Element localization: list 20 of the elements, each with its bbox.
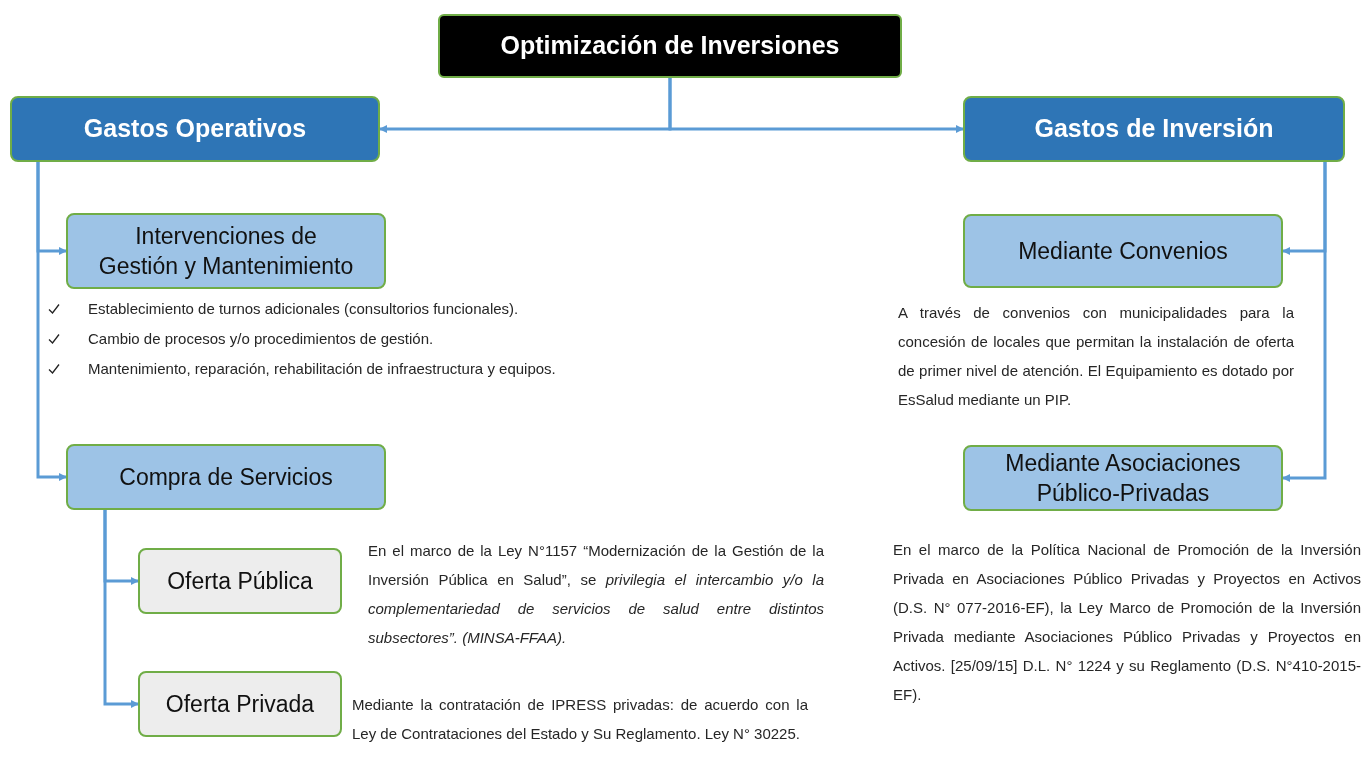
category-box: Gastos de Inversión xyxy=(963,96,1345,162)
bullet-text: Establecimiento de turnos adicionales (consultorios funcionales). xyxy=(88,298,519,319)
connector-arrow xyxy=(36,162,67,481)
category-box: Mediante Asociaciones Público-Privadas xyxy=(963,445,1283,511)
connector-arrow xyxy=(668,78,964,133)
category-box: Gastos Operativos xyxy=(10,96,380,162)
category-box: Oferta Privada xyxy=(138,671,342,737)
description-text: En el marco de la Ley N°1157 “Modernización de la Gestión de la Inversión Pública en Salud”, se privilegia el intercambio y/o la complementariedad de servicios de salud entre distintos subsectores”. (MINSA-FFAA). xyxy=(368,541,824,648)
description-text: En el marco de la Política Nacional de Promoción de la Inversión Privada en Asociaciones Público Privadas y Proyectos en Activos (D.S. N° 077-2016-EF), la Ley Marco de Promoción de la Inversión Privada mediante Asociaciones Público Privadas y Proyectos en Activos. [25/09/15] D.L. N° 1224 y su Reglamento (D.S. N°410-2015-EF). xyxy=(893,540,1361,705)
description-text: A través de convenios con municipalidades para la concesión de locales que permitan la instalación de oferta de primer nivel de atención. El Equipamiento es dotado por EsSalud mediante un PIP. xyxy=(898,303,1294,410)
bullet-text: Mantenimiento, reparación, rehabilitación de infraestructura y equipos. xyxy=(88,358,556,379)
bullet-text: Cambio de procesos y/o procedimientos de gestión. xyxy=(88,328,434,349)
category-box: Optimización de Inversiones xyxy=(438,14,902,78)
category-box: Intervenciones de Gestión y Mantenimiento xyxy=(66,213,386,289)
category-box: Oferta Pública xyxy=(138,548,342,614)
connector-arrow xyxy=(103,510,139,708)
connector-arrow xyxy=(1282,162,1327,482)
category-box: Compra de Servicios xyxy=(66,444,386,510)
category-box: Mediante Convenios xyxy=(963,214,1283,288)
description-text: Mediante la contratación de IPRESS privadas: de acuerdo con la Ley de Contrataciones del Estado y Su Reglamento. Ley N° 30225. xyxy=(352,695,808,744)
